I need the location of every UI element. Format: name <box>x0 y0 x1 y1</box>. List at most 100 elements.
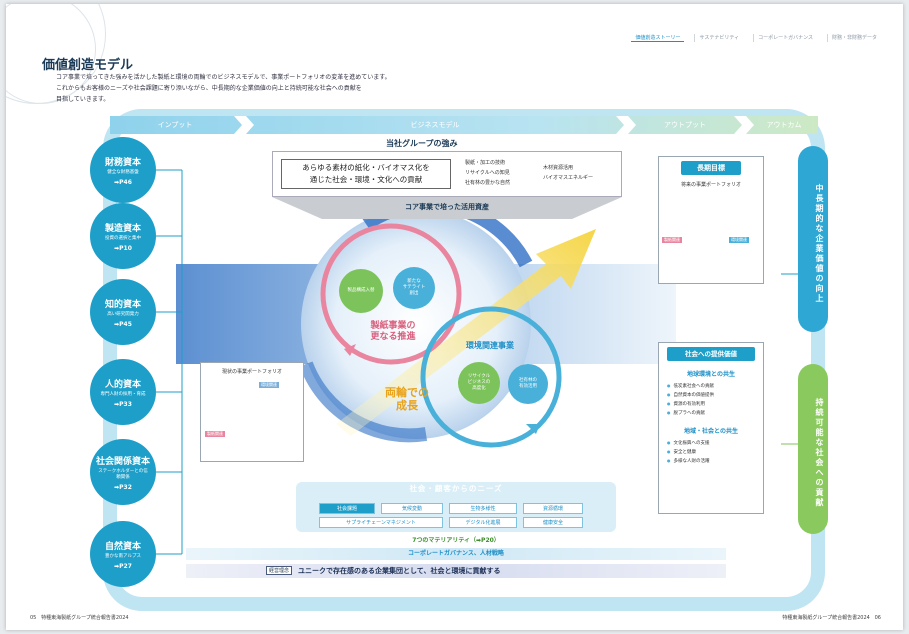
growth-label: 両輪での 成長 <box>372 386 442 412</box>
growth-line: 成長 <box>396 399 418 412</box>
footer-left: 05 特種東海製紙グループ統合報告書2024 <box>30 614 129 621</box>
circle-text: 有効活用 <box>519 384 537 389</box>
philosophy-badge: 経営理念 <box>266 566 293 575</box>
philosophy-band <box>186 564 726 578</box>
capital-desc: 投資の選択と集中 <box>105 235 141 241</box>
capital-page-link[interactable]: ➡P33 <box>114 400 132 408</box>
circle-forest: 社有林の 有効活用 <box>508 364 548 404</box>
nav-item-governance[interactable]: コーポレートガバナンス <box>753 34 817 42</box>
env-business-label: 環境関連事業 <box>466 341 514 350</box>
outcome-value-text: 中長期的な企業価値の向上 <box>815 184 824 304</box>
footer-title: 特種東海製紙グループ統合報告書2024 <box>782 615 870 621</box>
circle-text: リサイクル <box>467 374 491 379</box>
capital-desc: 専門人財の採用・育成 <box>100 391 146 397</box>
lead-line: 目指していきます。 <box>56 96 110 103</box>
capital-page-link[interactable]: ➡P27 <box>114 562 132 570</box>
section-nav: 価値創造ストーリー サステナビリティ コーポレートガバナンス 財務・非財務データ <box>631 34 881 42</box>
phase-input: インプット <box>157 121 193 129</box>
value-box: 社会への提供価値 地球環境との共生 低炭素社会への貢献 自然資本の価値提供 資源… <box>658 342 764 514</box>
circle-text: 高度化 <box>472 386 486 391</box>
capital-desc: 健全な財務基盤 <box>107 169 139 175</box>
value-item: 文化振興への支援 <box>667 439 763 448</box>
capital-name: 社会関係資本 <box>95 456 150 467</box>
capital-intellectual: 知的資本 高い研究開発力 ➡P45 <box>90 279 156 345</box>
outcome-society-pill <box>798 364 828 534</box>
circle-text: サテライト <box>402 285 426 290</box>
need-chip: 生物多様性 <box>449 503 517 514</box>
circle-product-mix: 製品構成入替 <box>339 269 383 313</box>
need-chip: 資源循環 <box>523 503 583 514</box>
philosophy-text: ユニークで存在感のある企業集団として、社会と環境に貢献する <box>298 567 501 575</box>
capital-desc: 高い研究開発力 <box>107 311 139 317</box>
long-term-badge: 長期目標 <box>681 161 741 175</box>
capital-name: 製造資本 <box>104 223 141 234</box>
strength-item: 社有林の豊かな自然 <box>465 180 511 186</box>
value-item: 自然資本の価値提供 <box>667 391 763 400</box>
need-chip: 気候変動 <box>381 503 443 514</box>
phase-business-model: ビジネスモデル <box>410 121 460 129</box>
capital-page-link[interactable]: ➡P45 <box>114 320 132 328</box>
capital-human: 人的資本 専門人財の採用・育成 ➡P33 <box>90 359 156 425</box>
strength-box: あらゆる素材の紙化・バイオマス化を 通じた社会・環境・文化への貢献 製紙・加工の… <box>272 151 622 197</box>
future-paper-label: 製紙関連 <box>662 237 682 243</box>
paper-label-line: 製紙事業の <box>370 321 416 331</box>
need-chip: サプライチェーンマネジメント <box>319 517 443 528</box>
need-chip: デジタル化進展 <box>449 517 517 528</box>
circle-text: 創出 <box>409 291 419 296</box>
value-item: 安全と健康 <box>667 448 763 457</box>
value-item: 資源の有効利用 <box>667 400 763 409</box>
nav-item-value-story[interactable]: 価値創造ストーリー <box>631 34 685 42</box>
page-number: 05 <box>30 615 37 621</box>
current-portfolio-box: 現状の事業ポートフォリオ <box>200 362 304 462</box>
report-spread: 価値創造ストーリー サステナビリティ コーポレートガバナンス 財務・非財務データ… <box>6 4 903 630</box>
page-number: 06 <box>874 615 881 621</box>
lead-line: これからもお客様のニーズや社会課題に寄り添いながら、中長期的な企業価値の向上と持… <box>56 85 362 92</box>
capital-financial: 財務資本 健全な財務基盤 ➡P46 <box>90 137 156 203</box>
paper-label-line: 更なる推進 <box>370 332 416 342</box>
circle-new-satellite: 新たな サテライト 創出 <box>393 267 435 309</box>
capital-natural: 自然資本 豊かな南アルプス ➡P27 <box>90 521 156 587</box>
phase-output: アウトプット <box>664 121 706 129</box>
capital-manufactured: 製造資本 投資の選択と集中 ➡P10 <box>90 203 156 269</box>
need-chip: 健康安全 <box>523 517 583 528</box>
capital-page-link[interactable]: ➡P46 <box>114 178 132 186</box>
circle-text: 社有林の <box>519 378 537 383</box>
capital-name: 人的資本 <box>104 379 141 390</box>
lead-line: コア事業で培ってきた強みを活かした製紙と環境の両輪でのビジネスモデルで、事業ポー… <box>56 74 391 81</box>
needs-title: 社会・顧客からのニーズ <box>409 484 503 493</box>
capital-page-link[interactable]: ➡P32 <box>114 483 132 491</box>
core-assets-label: コア事業で培った活用資産 <box>405 203 489 211</box>
current-env-label: 環境関連 <box>259 382 279 388</box>
outcome-value-pill <box>798 146 828 332</box>
strength-items-right: 木材資源活用 バイオマスエネルギー <box>543 163 593 183</box>
governance-band: コーポレートガバナンス、人材戦略 <box>186 548 726 560</box>
phase-outcome: アウトカム <box>766 121 802 129</box>
capital-name: 自然資本 <box>104 541 141 552</box>
capital-desc: ステークホルダーとの信頼関係 <box>98 468 148 480</box>
strength-heading: 当社グループの強み <box>386 139 458 148</box>
strength-item: バイオマスエネルギー <box>543 175 594 181</box>
footer-title: 特種東海製紙グループ統合報告書2024 <box>41 615 129 621</box>
outcome-society-text: 持続可能な社会への貢献 <box>815 398 824 508</box>
materiality-label[interactable]: 7つのマテリアリティ（➡P20） <box>412 537 500 544</box>
capital-page-link[interactable]: ➡P10 <box>114 244 132 252</box>
strength-main-line: 通じた社会・環境・文化への貢献 <box>309 175 423 184</box>
strength-main: あらゆる素材の紙化・バイオマス化を 通じた社会・環境・文化への貢献 <box>281 159 451 189</box>
page-title: 価値創造モデル <box>42 58 134 73</box>
circle-text: ビジネスの <box>467 380 491 385</box>
nav-item-sustainability[interactable]: サステナビリティ <box>694 34 743 42</box>
paper-business-label: 製紙事業の 更なる推進 <box>358 321 428 343</box>
capital-desc: 豊かな南アルプス <box>105 553 141 559</box>
long-term-title: 将来の事業ポートフォリオ <box>680 182 741 188</box>
circle-text: 新たな <box>407 279 421 284</box>
current-paper-label: 製紙関連 <box>205 431 225 437</box>
capital-name: 知的資本 <box>104 299 141 310</box>
current-portfolio-title: 現状の事業ポートフォリオ <box>221 369 282 375</box>
capital-social: 社会関係資本 ステークホルダーとの信頼関係 ➡P32 <box>90 439 156 505</box>
future-env-label: 環境関連 <box>729 237 749 243</box>
strength-main-line: あらゆる素材の紙化・バイオマス化を <box>302 163 430 172</box>
value-item: 脱プラへの貢献 <box>667 409 763 418</box>
nav-item-data[interactable]: 財務・非財務データ <box>826 34 881 42</box>
value-group-list: 文化振興への支援 安全と健康 多様な人財の活躍 <box>659 439 763 466</box>
strength-item: 製紙・加工の技術 <box>465 160 506 166</box>
